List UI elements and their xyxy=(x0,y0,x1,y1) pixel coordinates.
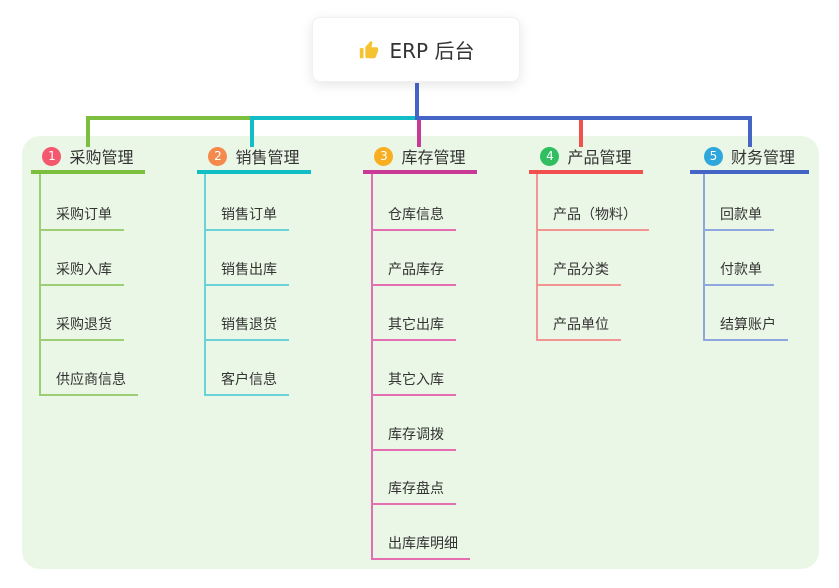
branch-5-drop-line xyxy=(748,116,752,147)
branch-header-5[interactable]: 5 财务管理 xyxy=(690,146,809,174)
branch-header-3[interactable]: 3 库存管理 xyxy=(363,146,477,174)
child-node[interactable]: 产品（物料） xyxy=(536,203,649,231)
child-node[interactable]: 采购订单 xyxy=(39,203,124,231)
branch-header-2[interactable]: 2 销售管理 xyxy=(197,146,311,174)
child-node[interactable]: 付款单 xyxy=(703,258,774,286)
branch-header-4[interactable]: 4 产品管理 xyxy=(529,146,643,174)
branch-1-badge: 1 xyxy=(42,146,62,166)
child-node[interactable]: 产品分类 xyxy=(536,258,621,286)
child-node[interactable]: 仓库信息 xyxy=(371,203,456,231)
child-node[interactable]: 库存调拨 xyxy=(371,423,456,451)
child-node[interactable]: 客户信息 xyxy=(204,368,289,396)
branch-header-1[interactable]: 1 采购管理 xyxy=(31,146,145,174)
branch-5-connector-line xyxy=(415,116,752,120)
child-node[interactable]: 采购退货 xyxy=(39,313,124,341)
child-node[interactable]: 销售订单 xyxy=(204,203,289,231)
child-node[interactable]: 采购入库 xyxy=(39,258,124,286)
branch-5-badge: 5 xyxy=(703,146,723,166)
child-node[interactable]: 销售退货 xyxy=(204,313,289,341)
branch-1-drop-line xyxy=(86,116,90,147)
branch-3-badge: 3 xyxy=(374,146,394,166)
child-node[interactable]: 回款单 xyxy=(703,203,774,231)
root-node[interactable]: ERP 后台 xyxy=(312,17,520,82)
branch-2-title: 销售管理 xyxy=(235,148,300,167)
child-node[interactable]: 销售出库 xyxy=(204,258,289,286)
child-node[interactable]: 其它入库 xyxy=(371,368,456,396)
branch-5-trunk-line xyxy=(703,174,705,340)
branch-1-title: 采购管理 xyxy=(69,148,134,167)
branch-3-title: 库存管理 xyxy=(401,148,466,167)
branch-4-trunk-line xyxy=(536,174,538,340)
branches-panel xyxy=(22,136,819,569)
child-node[interactable]: 产品库存 xyxy=(371,258,456,286)
branch-1-connector-line xyxy=(86,116,254,120)
root-stem-line xyxy=(415,83,419,118)
branch-4-title: 产品管理 xyxy=(567,148,632,167)
branch-3-trunk-line xyxy=(371,174,373,559)
branch-4-drop-line xyxy=(579,120,583,147)
branch-2-drop-line xyxy=(250,116,254,147)
branch-2-connector-line xyxy=(250,116,419,120)
child-node[interactable]: 出库库明细 xyxy=(371,532,470,560)
branch-3-drop-line xyxy=(417,120,421,147)
thumbs-up-icon xyxy=(358,39,380,61)
child-node[interactable]: 其它出库 xyxy=(371,313,456,341)
child-node[interactable]: 供应商信息 xyxy=(39,368,138,396)
branch-4-badge: 4 xyxy=(540,146,560,166)
child-node[interactable]: 结算账户 xyxy=(703,313,788,341)
branch-5-title: 财务管理 xyxy=(730,148,795,167)
child-node[interactable]: 产品单位 xyxy=(536,313,621,341)
child-node[interactable]: 库存盘点 xyxy=(371,477,456,505)
branch-2-badge: 2 xyxy=(208,146,228,166)
root-title: ERP 后台 xyxy=(389,39,475,63)
